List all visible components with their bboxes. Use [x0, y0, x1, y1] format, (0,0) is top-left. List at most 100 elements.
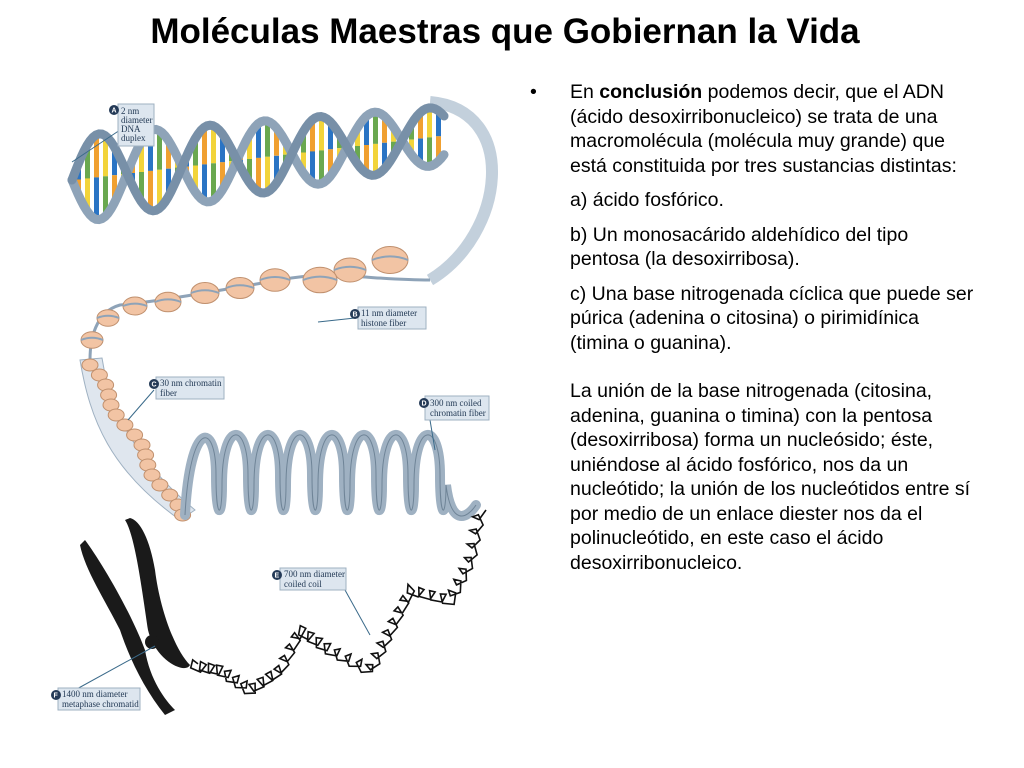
label-e: E 700 nm diameter coiled coil [272, 567, 347, 591]
metaphase-chromosome [80, 518, 190, 715]
svg-text:300 nm coiled: 300 nm coiled [430, 398, 482, 408]
fiber-nucleosome [143, 468, 161, 482]
fiber-nucleosome [151, 478, 169, 492]
helix-base-pair [274, 125, 279, 156]
nucleosome-wrap [96, 314, 120, 319]
nucleosome-wrap [302, 275, 338, 281]
svg-text:chromatin fiber: chromatin fiber [430, 408, 486, 418]
helix-base-pair [409, 127, 414, 140]
svg-text:diameter: diameter [121, 115, 152, 125]
svg-text:30 nm chromatin: 30 nm chromatin [160, 378, 222, 388]
chromatid-right [125, 518, 190, 669]
nucleosome-wrap [333, 265, 367, 271]
nucleosome [190, 282, 220, 304]
svg-text:DNA: DNA [121, 124, 141, 134]
coiled-coil-700nm [189, 509, 487, 695]
nucleosome-wrap [154, 298, 182, 303]
helix-base-pair [382, 114, 387, 143]
svg-text:coiled coil: coiled coil [284, 579, 322, 589]
intro-bold-word: conclusión [599, 81, 703, 103]
nucleosome [154, 291, 182, 313]
item-c: c) Una base nitrogenada cíclica que pued… [570, 282, 974, 354]
helix-base-pair [157, 169, 162, 210]
helix-base-pair [427, 137, 432, 167]
nucleosome [225, 277, 255, 299]
helix-base-pair [112, 175, 117, 208]
helix-base-pair [94, 136, 99, 178]
helix-base-pair [148, 170, 153, 209]
helix-base-pair [427, 108, 432, 138]
dna-double-helix [67, 103, 449, 225]
nucleosome [122, 296, 148, 316]
nucleosome [333, 257, 367, 283]
helix-base-pair [418, 138, 423, 162]
item-a: a) ácido fosfórico. [570, 189, 724, 211]
nucleosome-string [80, 246, 409, 349]
helix-base-pair [310, 122, 315, 152]
svg-text:C: C [152, 382, 157, 389]
svg-text:700 nm diameter: 700 nm diameter [284, 569, 345, 579]
helix-base-pair [148, 132, 153, 171]
svg-text:1400 nm diameter: 1400 nm diameter [62, 689, 127, 699]
nucleosome-wrap [371, 255, 409, 261]
helix-base-pair [139, 172, 144, 199]
nucleosome-wrap [190, 289, 220, 294]
leader-lines [71, 129, 436, 691]
helix-base-pair [166, 136, 171, 169]
helix-base-pair [112, 143, 117, 176]
svg-text:E: E [275, 573, 280, 580]
nucleosome [371, 246, 409, 274]
label-b: B 11 nm diameter histone fiber [350, 306, 427, 330]
intro-paragraph: En conclusión podemos decir, que el ADN … [570, 80, 976, 178]
helix-base-pair [256, 125, 261, 158]
helix-base-pair [202, 129, 207, 165]
nucleosome-wrap [122, 302, 148, 307]
helix-base-pair [193, 165, 198, 189]
label-c: C 30 nm chromatin fiber [149, 376, 225, 400]
svg-text:B: B [353, 312, 358, 319]
nucleosome-wrap [225, 284, 255, 289]
helix-base-pair [94, 177, 99, 219]
helix-base-pair [202, 164, 207, 200]
helix-base-pair [418, 114, 423, 139]
dna-packaging-diagram: A 2 nm diameter DNA duplex B 11 nm diame… [51, 96, 498, 715]
helix-base-pair [85, 178, 90, 208]
helix-base-pair [139, 145, 144, 172]
centromere [145, 635, 159, 649]
helix-base-pair [301, 152, 306, 170]
helix-base-pair [193, 142, 198, 166]
nucleosome [80, 331, 104, 349]
helix-base-pair [373, 112, 378, 144]
intro-prefix: En [570, 81, 600, 103]
helix-base-pair [211, 163, 216, 202]
helix-strand-1 [67, 107, 449, 225]
helix-base-pair [265, 156, 270, 193]
helix-base-pair [355, 146, 360, 161]
helix-base-pair [310, 151, 315, 181]
chromatid-left [80, 540, 175, 715]
svg-text:F: F [54, 693, 59, 700]
label-a: A 2 nm diameter DNA duplex [109, 103, 155, 147]
coiled-300nm-fiber [180, 429, 481, 521]
helix-base-pair [220, 131, 225, 163]
helix-base-pair [364, 145, 369, 172]
helix-base-pair [265, 120, 270, 157]
svg-text:A: A [112, 108, 117, 115]
fiber-nucleosome [126, 428, 144, 442]
nucleosome [259, 268, 291, 292]
svg-text:metaphase chromatid: metaphase chromatid [62, 699, 139, 709]
helix-base-pair [103, 176, 108, 219]
svg-text:D: D [422, 401, 427, 408]
fiber-nucleosome [116, 418, 134, 432]
helix-base-pair [274, 155, 279, 187]
nucleosome [96, 309, 120, 327]
svg-text:2 nm: 2 nm [121, 106, 139, 116]
fiber-nucleosome [107, 408, 125, 422]
helix-base-pair [256, 157, 261, 191]
helix-base-pair [436, 136, 441, 164]
helix-base-pair [355, 131, 360, 147]
svg-text:histone fiber: histone fiber [361, 318, 406, 328]
item-b: b) Un monosacárido aldehídico del tipo p… [570, 223, 909, 271]
svg-text:fiber: fiber [160, 388, 177, 398]
helix-base-pair [103, 134, 108, 177]
